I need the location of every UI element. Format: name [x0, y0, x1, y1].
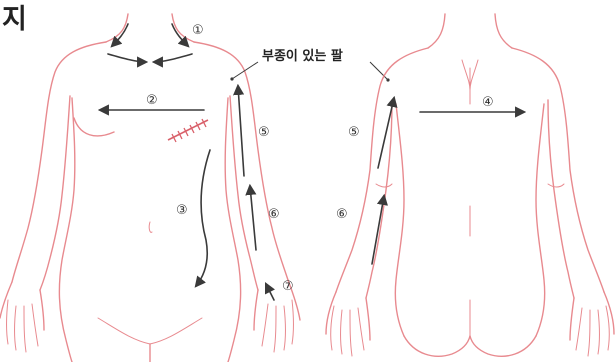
step-label-5-front: ⑤	[258, 125, 270, 140]
back-body-figure	[326, 14, 614, 356]
arrow-5-front	[238, 86, 244, 176]
arrow-3	[196, 150, 210, 286]
label-leaders	[230, 62, 389, 82]
step-label-7: ⑦	[282, 279, 294, 294]
step-label-6-back: ⑥	[336, 207, 348, 222]
step-label-2: ②	[146, 93, 158, 108]
front-body-figure	[0, 14, 300, 362]
arrow-1d	[154, 54, 192, 62]
step-label-4: ④	[482, 95, 494, 110]
step-label-3: ③	[176, 203, 188, 218]
step-label-6-front: ⑥	[268, 207, 280, 222]
arrow-1c	[108, 54, 146, 62]
arrow-7	[266, 284, 274, 300]
surgical-scar	[168, 119, 208, 142]
arrow-1a	[112, 24, 128, 46]
back-arrows	[372, 98, 524, 264]
swollen-arm-label: 부종이 있는 팔	[262, 48, 343, 64]
arrow-6-back	[372, 196, 384, 264]
step-label-5-back: ⑤	[348, 125, 360, 140]
arrow-1b	[172, 24, 188, 46]
front-arrows	[100, 24, 274, 300]
step-label-1: ①	[192, 23, 204, 38]
arrow-6-front	[250, 186, 256, 250]
